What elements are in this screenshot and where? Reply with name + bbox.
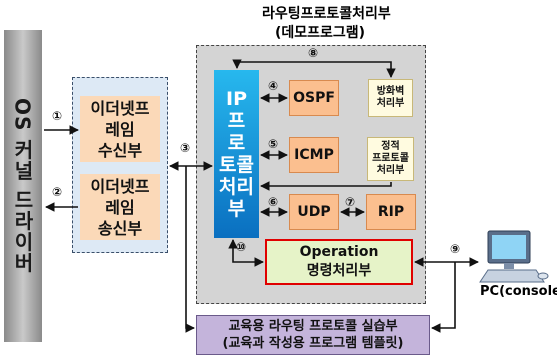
step-6: ⑥ bbox=[268, 195, 279, 209]
ospf-module: OSPF bbox=[289, 80, 339, 116]
firewall-processor: 방화벽 처리부 bbox=[368, 79, 413, 117]
diagram-subtitle: (데모프로그램) bbox=[275, 25, 366, 41]
eth-rx-line1: 이더넷프 bbox=[90, 98, 150, 118]
static-line3: 처리부 bbox=[376, 165, 405, 176]
operation-command-processor: Operation 명령처리부 bbox=[265, 239, 413, 285]
eth-tx-line1: 이더넷프 bbox=[90, 176, 150, 196]
os-kernel-driver-bar bbox=[4, 30, 42, 342]
operation-line1: Operation bbox=[299, 244, 379, 260]
icmp-module: ICMP bbox=[289, 137, 339, 173]
ip-line3: 로 bbox=[227, 132, 246, 154]
pc-console-label: PC(console) bbox=[480, 284, 557, 299]
udp-module: UDP bbox=[289, 194, 339, 230]
step-4: ④ bbox=[268, 79, 279, 93]
firewall-line2: 처리부 bbox=[376, 98, 405, 109]
ethernet-frame-receiver: 이더넷프 레임 수신부 bbox=[80, 96, 160, 162]
education-routing-protocol-practice: 교육용 라우팅 프로토콜 실습부 (교육과 작성용 프로그램 템플릿) bbox=[196, 315, 430, 355]
firewall-line1: 방화벽 bbox=[376, 86, 405, 97]
arrow-pc-edu bbox=[431, 262, 456, 333]
static-line1: 정적 bbox=[381, 141, 400, 152]
edu-line1: 교육용 라우팅 프로토콜 실습부 bbox=[228, 319, 398, 334]
eth-tx-line2: 레임 bbox=[105, 197, 135, 217]
os-kernel-driver-label: OS 커널 드라이버 bbox=[10, 98, 35, 274]
ip-line2: 프 bbox=[227, 110, 246, 132]
step-1: ① bbox=[52, 109, 63, 123]
step-3: ③ bbox=[180, 141, 191, 155]
eth-tx-line3: 송신부 bbox=[97, 218, 143, 238]
step-5: ⑤ bbox=[268, 137, 279, 151]
ip-line6: 부 bbox=[227, 198, 246, 220]
rip-module: RIP bbox=[366, 194, 416, 230]
arrow-ip-operation bbox=[228, 239, 264, 267]
eth-rx-line3: 수신부 bbox=[97, 140, 143, 160]
operation-line2: 명령처리부 bbox=[306, 263, 372, 279]
step-9: ⑨ bbox=[450, 242, 461, 256]
arrow-static-ip bbox=[260, 181, 392, 191]
ip-line1: IP bbox=[226, 88, 247, 110]
pc-icon bbox=[479, 230, 549, 283]
ip-line4: 토콜 bbox=[219, 154, 254, 176]
step-2: ② bbox=[52, 185, 63, 199]
ip-line5: 처리 bbox=[219, 176, 254, 198]
static-line2: 프로토콜 bbox=[372, 153, 409, 164]
step-8: ⑧ bbox=[308, 46, 319, 60]
static-protocol-processor: 정적 프로토콜 처리부 bbox=[367, 137, 414, 181]
ethernet-frame-sender: 이더넷프 레임 송신부 bbox=[80, 174, 160, 240]
edu-line2: (교육과 작성용 프로그램 템플릿) bbox=[222, 336, 404, 351]
ip-protocol-processor: IP 프 로 토콜 처리 부 bbox=[214, 70, 259, 238]
step-10: ⑩ bbox=[236, 240, 247, 254]
diagram-title: 라우팅프로토콜처리부 bbox=[262, 6, 391, 22]
arrow-ip-firewall bbox=[232, 59, 396, 78]
arrow-to-edu bbox=[185, 166, 195, 333]
eth-rx-line2: 레임 bbox=[105, 119, 135, 139]
step-7: ⑦ bbox=[345, 195, 356, 209]
